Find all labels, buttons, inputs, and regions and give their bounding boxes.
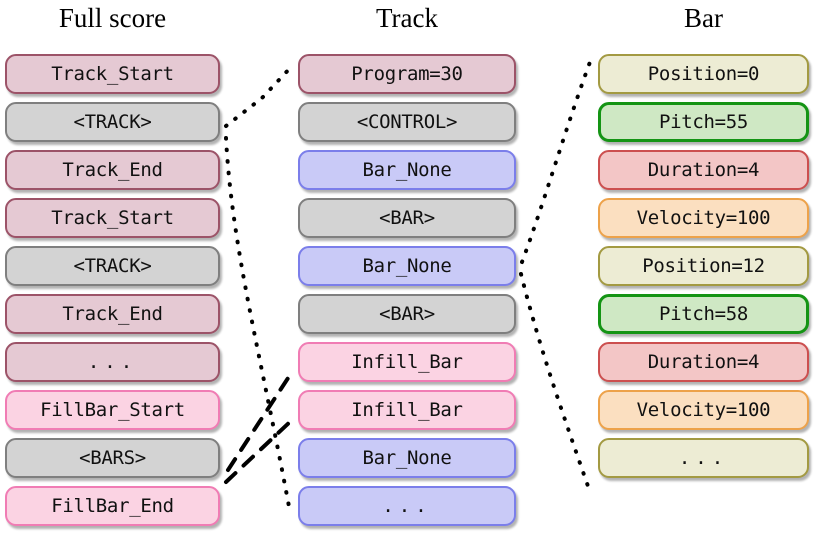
token-bar-1[interactable]: Pitch=55: [598, 102, 809, 142]
token-track-2[interactable]: Bar_None: [298, 150, 516, 190]
token-label: Track_Start: [51, 63, 174, 85]
token-bar-5[interactable]: Pitch=58: [598, 294, 809, 334]
token-label: Duration=4: [647, 159, 760, 181]
token-label: ...: [87, 351, 138, 373]
token-label: Position=12: [642, 255, 765, 277]
token-label: Pitch=58: [658, 303, 749, 325]
token-bar-0[interactable]: Position=0: [598, 54, 809, 94]
token-track-6[interactable]: Infill_Bar: [298, 342, 516, 382]
connector-bars-expand-bottom: [224, 418, 294, 484]
token-label: Duration=4: [647, 351, 760, 373]
token-track-4[interactable]: Bar_None: [298, 246, 516, 286]
token-label: ...: [678, 447, 729, 469]
token-bar-3[interactable]: Velocity=100: [598, 198, 809, 238]
token-track-7[interactable]: Infill_Bar: [298, 390, 516, 430]
connector-bars-expand-top: [226, 370, 294, 472]
token-label: Position=0: [647, 63, 760, 85]
token-track-1[interactable]: <CONTROL>: [298, 102, 516, 142]
token-label: Bar_None: [362, 159, 452, 181]
token-label: <CONTROL>: [356, 111, 458, 133]
token-label: Velocity=100: [636, 207, 771, 229]
token-label: Track_End: [62, 303, 163, 325]
token-label: Bar_None: [362, 447, 452, 469]
column-title-bar: Bar: [684, 3, 723, 33]
token-label: <BAR>: [379, 207, 435, 229]
connector-bar-expand-top: [520, 60, 592, 264]
token-full-score-9[interactable]: FillBar_End: [5, 486, 220, 526]
token-track-3[interactable]: <BAR>: [298, 198, 516, 238]
connector-track-expand-top: [224, 64, 294, 128]
token-label: Bar_None: [362, 255, 452, 277]
token-label: Infill_Bar: [351, 351, 463, 373]
token-full-score-3[interactable]: Track_Start: [5, 198, 220, 238]
token-full-score-7[interactable]: FillBar_Start: [5, 390, 220, 430]
token-track-8[interactable]: Bar_None: [298, 438, 516, 478]
token-label: ...: [382, 495, 432, 517]
token-full-score-1[interactable]: <TRACK>: [5, 102, 220, 142]
token-label: Track_End: [62, 159, 163, 181]
token-label: Infill_Bar: [351, 399, 463, 421]
connector-track-expand-bottom: [224, 136, 292, 514]
token-label: <TRACK>: [73, 111, 152, 133]
token-bar-2[interactable]: Duration=4: [598, 150, 809, 190]
connector-bar-expand-bottom: [519, 272, 592, 494]
token-full-score-0[interactable]: Track_Start: [5, 54, 220, 94]
column-title-full-score: Full score: [58, 3, 167, 33]
token-track-9[interactable]: ...: [298, 486, 516, 526]
token-column-track: Program=30 <CONTROL> Bar_None <BAR> Bar_None…: [298, 54, 516, 534]
token-bar-7[interactable]: Velocity=100: [598, 390, 809, 430]
token-full-score-8[interactable]: <BARS>: [5, 438, 220, 478]
token-label: <BARS>: [79, 447, 146, 469]
token-label: Track_Start: [51, 207, 174, 229]
token-label: <TRACK>: [73, 255, 152, 277]
token-track-5[interactable]: <BAR>: [298, 294, 516, 334]
token-track-0[interactable]: Program=30: [298, 54, 516, 94]
token-full-score-6[interactable]: ...: [5, 342, 220, 382]
token-full-score-2[interactable]: Track_End: [5, 150, 220, 190]
token-label: Program=30: [351, 63, 463, 85]
token-label: <BAR>: [379, 303, 435, 325]
token-label: Velocity=100: [636, 399, 771, 421]
token-label: Pitch=55: [658, 111, 749, 133]
token-full-score-4[interactable]: <TRACK>: [5, 246, 220, 286]
token-label: FillBar_Start: [40, 399, 185, 421]
token-full-score-5[interactable]: Track_End: [5, 294, 220, 334]
column-title-track: Track: [375, 3, 438, 33]
token-label: FillBar_End: [51, 495, 174, 517]
token-bar-4[interactable]: Position=12: [598, 246, 809, 286]
token-bar-8[interactable]: ...: [598, 438, 809, 478]
token-bar-6[interactable]: Duration=4: [598, 342, 809, 382]
